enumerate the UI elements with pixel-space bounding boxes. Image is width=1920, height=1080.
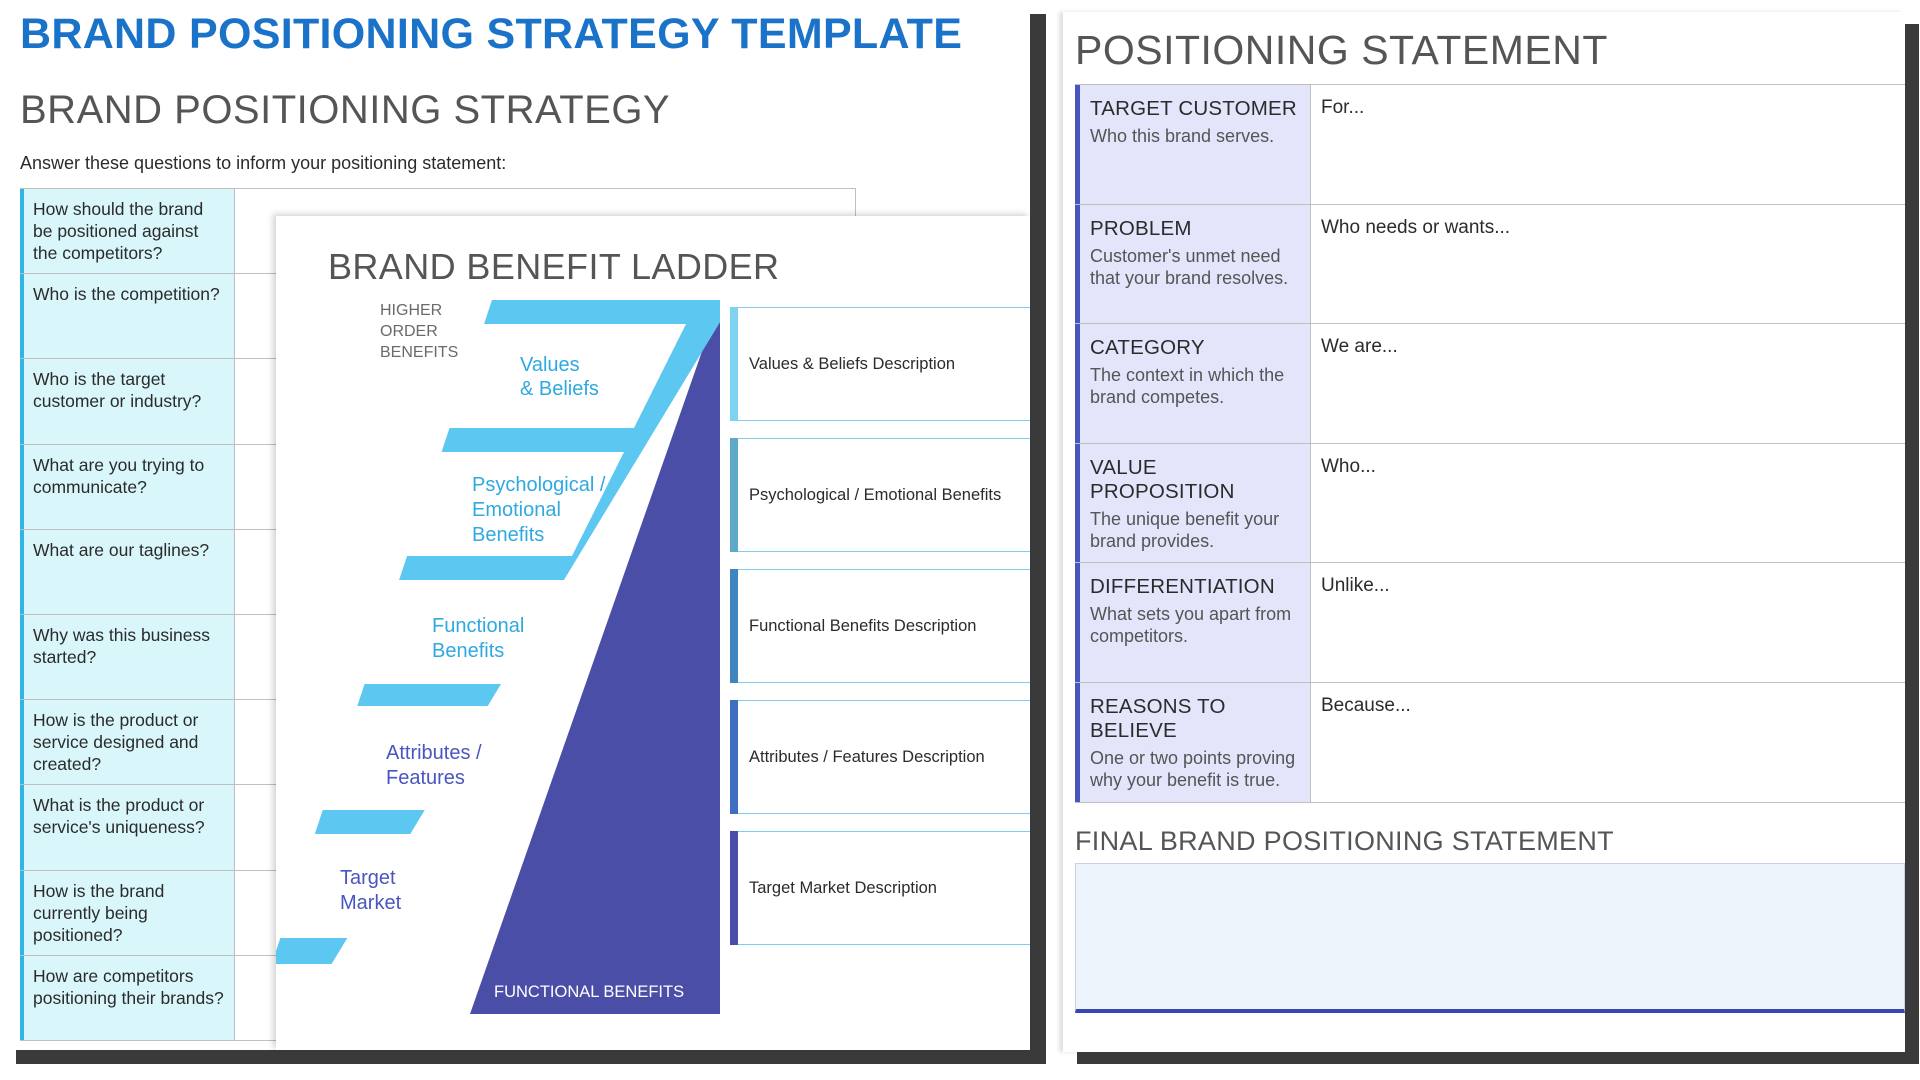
strategy-sheet: BRAND POSITIONING STRATEGY TEMPLATE BRAN… xyxy=(20,10,1030,1050)
table-row: CATEGORY The context in which the brand … xyxy=(1075,324,1905,444)
description-box[interactable]: Attributes / Features Description xyxy=(730,700,1030,814)
table-row: PROBLEM Customer's unmet need that your … xyxy=(1075,204,1905,325)
ladder-graphic: FUNCTIONAL BENEFITS Values & Beliefs Psy… xyxy=(276,300,720,1016)
final-statement-input[interactable] xyxy=(1075,863,1905,1013)
rung-label: Market xyxy=(340,892,402,914)
ladder-title: BRAND BENEFIT LADDER xyxy=(328,246,780,287)
description-text: Target Market Description xyxy=(749,878,937,897)
question-cell: How is the brand currently being positio… xyxy=(20,870,235,955)
row-heading: PROBLEM xyxy=(1090,216,1192,240)
main-title: BRAND POSITIONING STRATEGY TEMPLATE xyxy=(20,10,963,58)
positioning-sheet: POSITIONING STATEMENT TARGET CUSTOMER Wh… xyxy=(1063,12,1905,1052)
row-value[interactable]: We are... xyxy=(1321,336,1398,358)
row-value[interactable]: Who needs or wants... xyxy=(1321,216,1511,238)
ladder-rung xyxy=(276,834,504,938)
rung-label: Attributes / xyxy=(386,742,482,764)
table-border xyxy=(855,188,856,218)
ladder-rung xyxy=(328,580,588,684)
rung-label: Features xyxy=(386,767,465,789)
row-heading: DIFFERENTIATION xyxy=(1090,575,1275,599)
higher-order-label: HIGHER ORDER BENEFITS xyxy=(380,302,459,361)
question-cell: Why was this business started? xyxy=(20,614,235,700)
question-cell: What are you trying to communicate? xyxy=(20,444,235,529)
ladder-rung xyxy=(276,964,426,1016)
table-row: TARGET CUSTOMER Who this brand serves. F… xyxy=(1075,85,1905,205)
row-value[interactable]: For... xyxy=(1321,97,1365,118)
rung-label: Psychological / xyxy=(472,474,606,496)
row-label: CATEGORY The context in which the brand … xyxy=(1075,324,1311,443)
table-row: REASONS TO BELIEVE One or two points pro… xyxy=(1075,682,1905,803)
row-description: What sets you apart from competitors. xyxy=(1090,604,1292,647)
rung-label: Values xyxy=(520,354,580,376)
row-heading: TARGET CUSTOMER xyxy=(1090,97,1297,120)
ladder-rung xyxy=(290,706,544,810)
rung-label: & Beliefs xyxy=(520,378,599,400)
rail-label: FUNCTIONAL BENEFITS xyxy=(494,983,684,1001)
benefit-ladder-card: FUNCTIONAL BENEFITS Values & Beliefs Psy… xyxy=(276,216,1030,1050)
row-heading: VALUE PROPOSITION xyxy=(1090,455,1235,503)
row-description: The context in which the brand competes. xyxy=(1090,365,1285,408)
row-label: VALUE PROPOSITION The unique benefit you… xyxy=(1075,443,1311,563)
question-cell: How is the product or service designed a… xyxy=(20,700,235,785)
row-value[interactable]: Unlike... xyxy=(1321,575,1390,597)
description-box[interactable]: Values & Beliefs Description xyxy=(730,307,1030,421)
instructions-text: Answer these questions to inform your po… xyxy=(20,153,507,173)
row-label: DIFFERENTIATION What sets you apart from… xyxy=(1075,563,1311,682)
ladder-rung xyxy=(422,324,686,428)
description-box[interactable]: Functional Benefits Description xyxy=(730,569,1030,683)
ladder-right-rail xyxy=(470,300,720,1014)
rung-label: Benefits xyxy=(472,524,544,546)
table-row: DIFFERENTIATION What sets you apart from… xyxy=(1075,563,1905,683)
question-cell: Who is the competition? xyxy=(20,274,235,359)
description-text: Values & Beliefs Description xyxy=(749,354,956,373)
final-statement-title: FINAL BRAND POSITIONING STATEMENT xyxy=(1075,826,1614,856)
rung-label: Emotional xyxy=(472,499,561,521)
question-cell: How are competitors positioning their br… xyxy=(20,955,235,1040)
row-value[interactable]: Because... xyxy=(1321,694,1411,716)
section-title: BRAND POSITIONING STRATEGY xyxy=(20,88,671,132)
row-label: TARGET CUSTOMER Who this brand serves. xyxy=(1075,85,1311,204)
row-label: PROBLEM Customer's unmet need that your … xyxy=(1075,204,1311,324)
row-value[interactable]: Who... xyxy=(1321,455,1376,477)
question-cell: What are our taglines? xyxy=(20,529,235,614)
row-description: Customer's unmet need that your brand re… xyxy=(1090,245,1289,288)
description-text: Functional Benefits Description xyxy=(749,616,977,635)
row-description: One or two points proving why your benef… xyxy=(1090,747,1296,790)
row-heading: REASONS TO BELIEVE xyxy=(1090,694,1226,742)
positioning-table: TARGET CUSTOMER Who this brand serves. F… xyxy=(1075,84,1905,803)
description-text: Psychological / Emotional Benefits xyxy=(749,485,1002,504)
question-cell: What is the product or service's uniquen… xyxy=(20,785,235,870)
ladder-rung xyxy=(376,452,624,556)
question-cell: Who is the target customer or industry? xyxy=(20,359,235,444)
rung-label: Functional xyxy=(432,615,524,637)
rung-label: Benefits xyxy=(432,640,504,662)
rung-label: Target xyxy=(340,867,396,889)
row-heading: CATEGORY xyxy=(1090,336,1205,360)
positioning-title: POSITIONING STATEMENT xyxy=(1075,27,1608,73)
row-description: Who this brand serves. xyxy=(1090,126,1275,146)
description-text: Attributes / Features Description xyxy=(749,747,985,766)
table-row: VALUE PROPOSITION The unique benefit you… xyxy=(1075,443,1905,564)
description-box[interactable]: Target Market Description xyxy=(730,831,1030,945)
description-box[interactable]: Psychological / Emotional Benefits xyxy=(730,438,1030,552)
row-description: The unique benefit your brand provides. xyxy=(1090,508,1280,551)
row-label: REASONS TO BELIEVE One or two points pro… xyxy=(1075,682,1311,802)
question-cell: How should the brand be positioned again… xyxy=(20,189,235,274)
